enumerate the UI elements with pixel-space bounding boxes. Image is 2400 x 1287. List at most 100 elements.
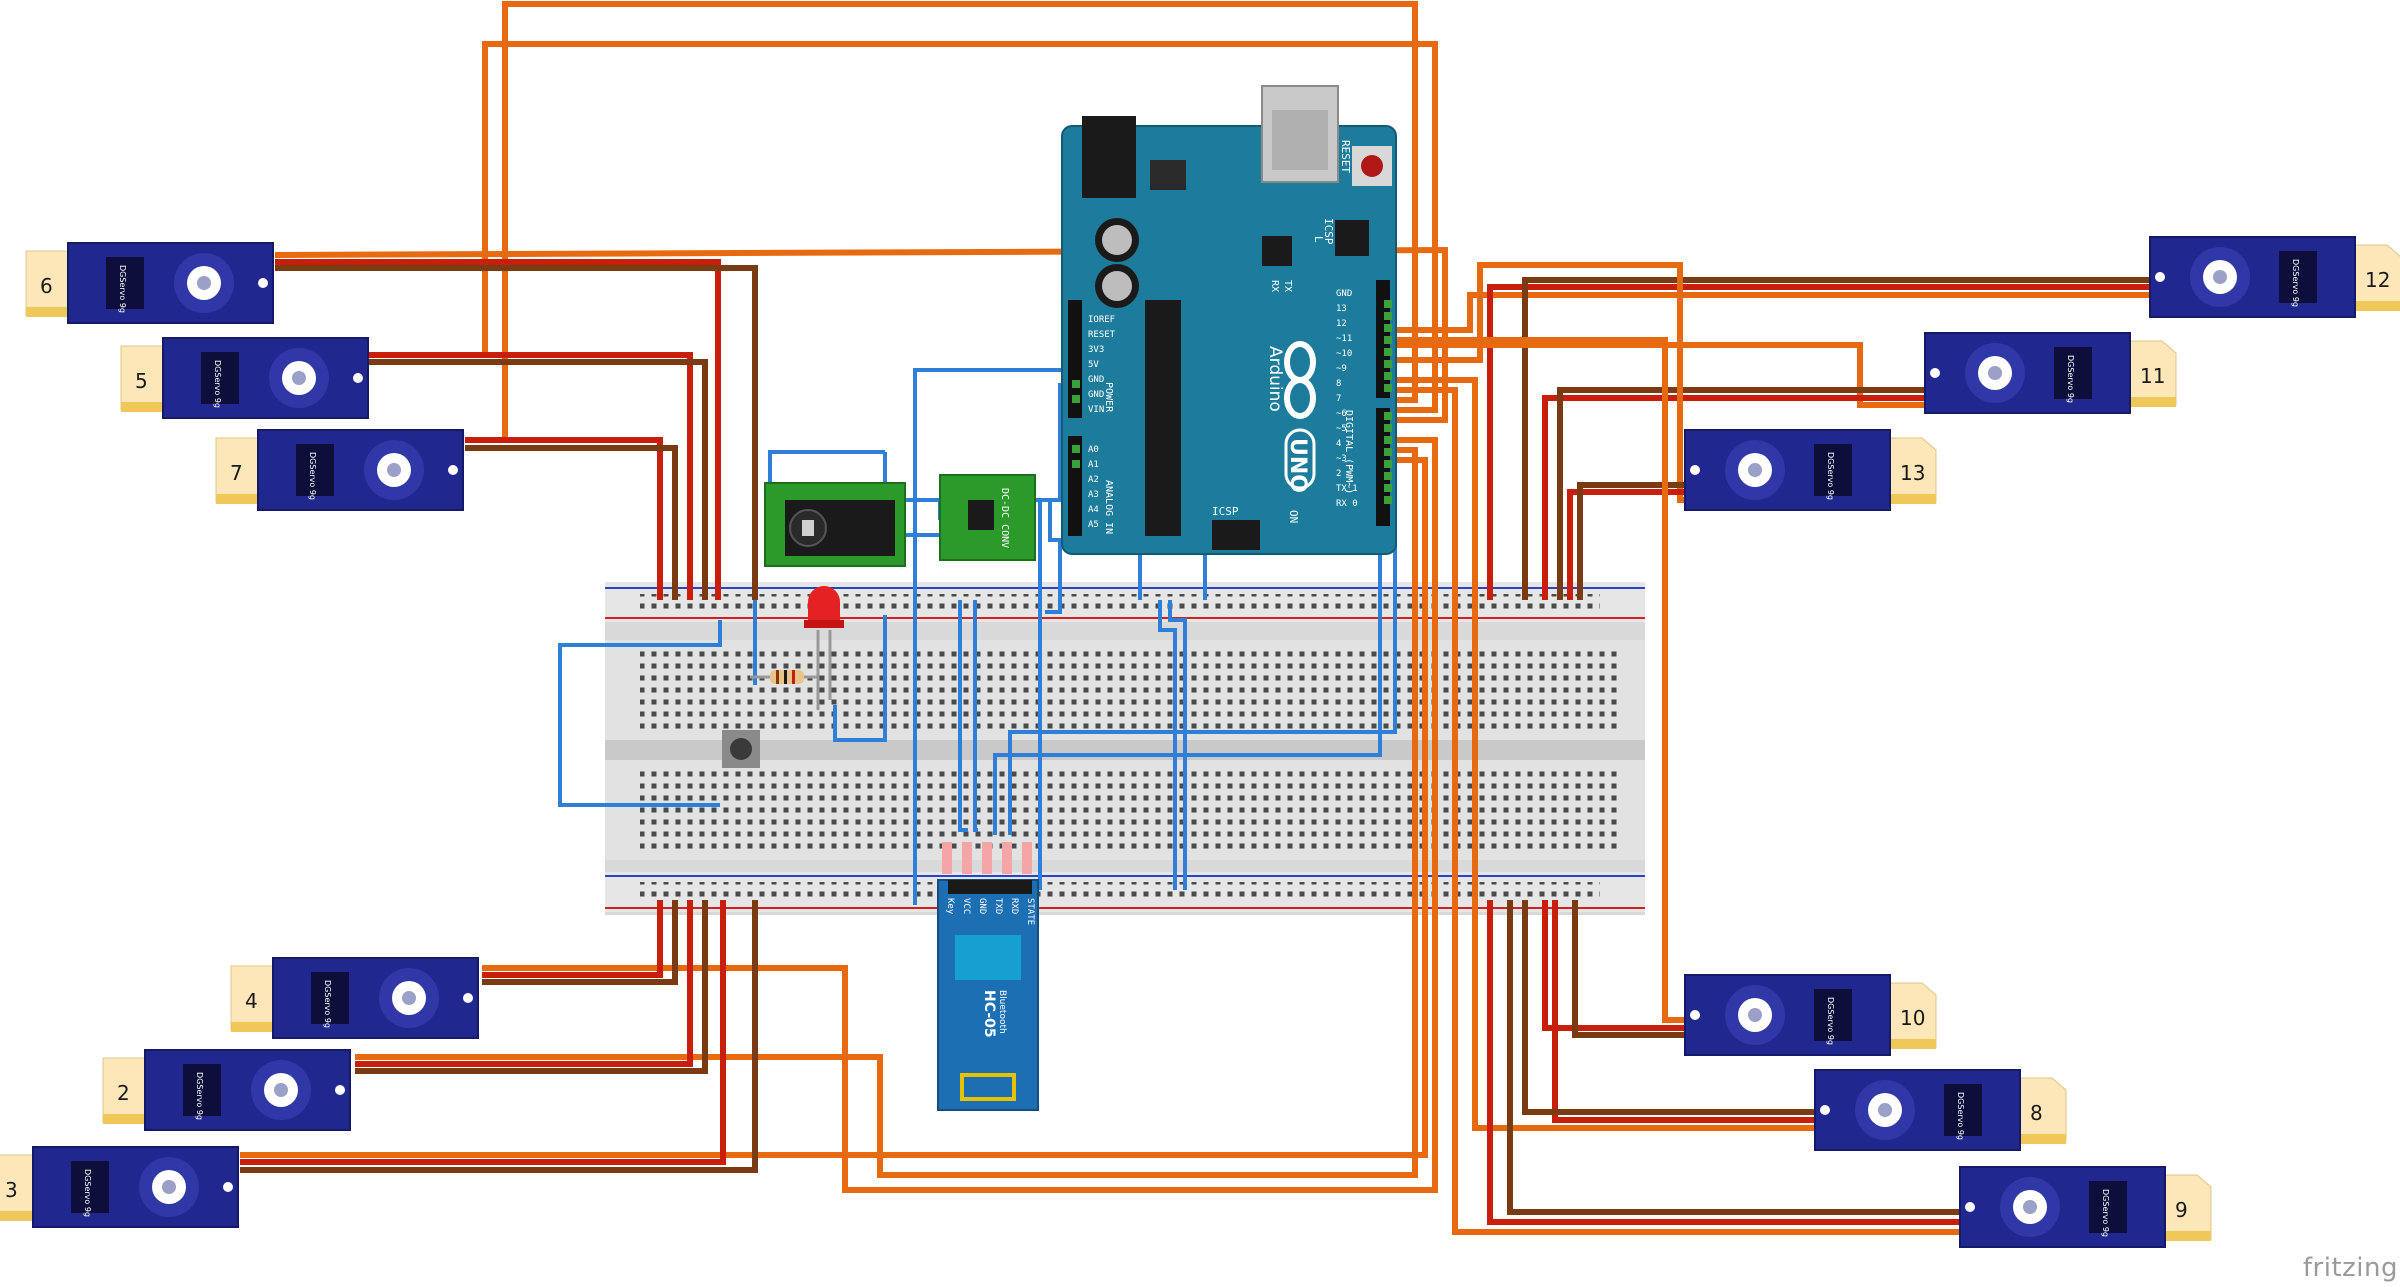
servo-body bbox=[144, 1049, 351, 1131]
servo-model-text: DGServo 9g bbox=[118, 265, 127, 313]
fritzing-watermark: fritzing bbox=[2302, 1253, 2398, 1283]
hc05-pin-label: RXD bbox=[1009, 898, 1019, 914]
wire-orange bbox=[1395, 292, 2150, 333]
pin-label: ~5 bbox=[1336, 424, 1347, 434]
pin-label: ~11 bbox=[1336, 334, 1352, 344]
arduino-model: UNO bbox=[1285, 438, 1310, 493]
hc05-name: HC-05 bbox=[981, 990, 997, 1038]
wire-orange bbox=[1395, 342, 1925, 408]
wire-orange bbox=[482, 437, 1438, 1193]
wire-blue bbox=[1168, 600, 1187, 890]
wire-brown bbox=[1522, 277, 2150, 600]
servo-body bbox=[1684, 429, 1891, 511]
servo-number-label: 3 bbox=[5, 1178, 18, 1202]
servo-number-label: 11 bbox=[2140, 364, 2165, 388]
wire-brown bbox=[1522, 900, 1815, 1115]
servo-6: DGServo 9g 6 bbox=[25, 242, 274, 324]
arduino-digital-label: DIGITAL (PWM~) bbox=[1343, 410, 1354, 494]
servo-body bbox=[67, 242, 274, 324]
servo-body bbox=[162, 337, 369, 419]
wire-orange bbox=[240, 457, 1428, 1158]
wire-brown bbox=[482, 900, 678, 985]
pin-label: RX 0 bbox=[1336, 499, 1358, 509]
arduino-uno: Arduino UNO RESET ICSP ICSP ON L TX RX P… bbox=[1061, 85, 1397, 555]
wire-orange bbox=[1395, 337, 1685, 1023]
pin-label: A5 bbox=[1088, 520, 1099, 530]
wire-red bbox=[368, 352, 693, 600]
wire-blue bbox=[913, 368, 1075, 905]
servo-number-label: 9 bbox=[2175, 1198, 2188, 1222]
led bbox=[804, 586, 844, 710]
servo-8: DGServo 9g 8 bbox=[1814, 1069, 2067, 1151]
servo-number-label: 2 bbox=[117, 1081, 130, 1105]
wire-brown bbox=[465, 445, 678, 600]
servo-body bbox=[1684, 974, 1891, 1056]
servo-13: DGServo 9g 13 bbox=[1684, 429, 1937, 511]
wire-blue bbox=[833, 615, 887, 742]
pin-label: ~9 bbox=[1336, 364, 1347, 374]
wire-red bbox=[275, 259, 721, 600]
servo-model-text: DGServo 9g bbox=[213, 360, 222, 408]
wire-red bbox=[1542, 395, 1925, 600]
wire-orange bbox=[482, 41, 1438, 413]
wire-orange bbox=[1395, 377, 1815, 1131]
wire-orange bbox=[1395, 387, 1960, 1235]
arduino-l-label: L bbox=[1312, 236, 1325, 243]
servo-2: DGServo 9g 2 bbox=[102, 1049, 351, 1131]
arduino-icsp2-label: ICSP bbox=[1212, 505, 1239, 518]
wire-brown bbox=[240, 900, 758, 1173]
wire-brown bbox=[1572, 900, 1685, 1038]
arduino-on-label: ON bbox=[1287, 510, 1300, 523]
servo-model-text: DGServo 9g bbox=[195, 1072, 204, 1120]
servo-model-text: DGServo 9g bbox=[1956, 1092, 1965, 1140]
servo-body bbox=[257, 429, 464, 511]
wire-red bbox=[1552, 900, 1815, 1123]
pin-label: GND bbox=[1088, 375, 1104, 385]
pin-label: 8 bbox=[1336, 379, 1341, 389]
arduino-rx-label: RX bbox=[1269, 280, 1280, 292]
wire-red bbox=[465, 437, 663, 600]
servo-number-label: 10 bbox=[1900, 1006, 1925, 1030]
servo-number-label: 6 bbox=[40, 274, 53, 298]
servo-model-text: DGServo 9g bbox=[323, 980, 332, 1028]
servo-model-text: DGServo 9g bbox=[308, 452, 317, 500]
wire-brown bbox=[368, 359, 708, 600]
pin-label: A2 bbox=[1088, 475, 1099, 485]
pin-label: 2 bbox=[1336, 469, 1341, 479]
pin-label: 7 bbox=[1336, 394, 1341, 404]
servo-number-label: 4 bbox=[245, 989, 258, 1013]
servo-number-label: 8 bbox=[2030, 1101, 2043, 1125]
pin-label: GND bbox=[1088, 390, 1104, 400]
servo-5: DGServo 9g5 bbox=[120, 337, 369, 419]
pin-label: VIN bbox=[1088, 405, 1104, 415]
wire-orange bbox=[502, 1, 1418, 438]
wire-brown bbox=[1507, 900, 1960, 1215]
servo-model-text: DGServo 9g bbox=[1826, 452, 1835, 500]
servo-model-text: DGServo 9g bbox=[83, 1169, 92, 1217]
servo-3: DGServo 9g 3 bbox=[0, 1146, 239, 1228]
pin-label: ~10 bbox=[1336, 349, 1352, 359]
wire-brown bbox=[1557, 387, 1925, 600]
wire-orange bbox=[355, 447, 1418, 1178]
wire-blue bbox=[558, 620, 722, 807]
pin-label: IOREF bbox=[1088, 315, 1115, 325]
servo-body bbox=[32, 1146, 239, 1228]
wires bbox=[240, 1, 2150, 1235]
dc-jack-board bbox=[764, 482, 906, 567]
pin-label: GND bbox=[1336, 289, 1352, 299]
arduino-icsp-label: ICSP bbox=[1322, 218, 1335, 245]
arduino-power-label: POWER bbox=[1103, 382, 1114, 413]
pin-label: ~3 bbox=[1336, 454, 1347, 464]
servo-number-label: 13 bbox=[1900, 461, 1925, 485]
pin-label: A0 bbox=[1088, 445, 1099, 455]
wire-red bbox=[240, 900, 726, 1165]
resistor bbox=[750, 670, 818, 684]
arduino-tx-label: TX bbox=[1282, 280, 1293, 292]
